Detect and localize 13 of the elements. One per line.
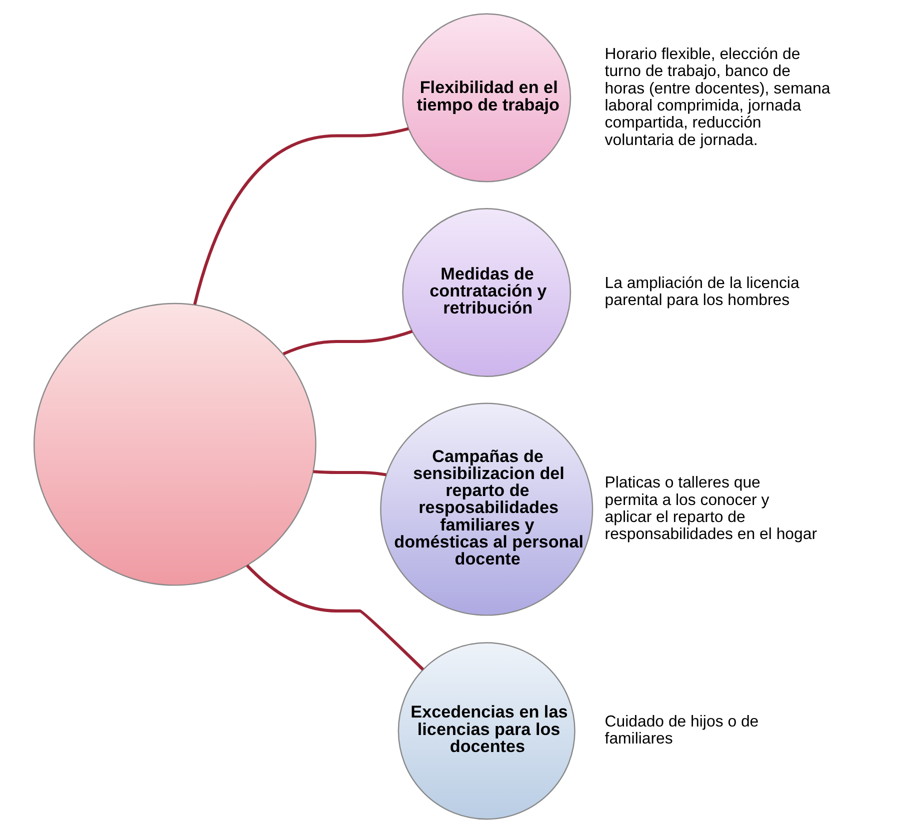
node-label: Cuidado de hijos o de familiares — [604, 713, 758, 748]
connector — [312, 470, 386, 476]
node-label: Platicas o talleres que permita a los conocer y aplicar el reparto de responsabilidades en el hogar — [604, 474, 817, 543]
connector — [192, 126, 408, 304]
node-circle: Campañas de sensibilizacion del reparto de resposabilidades familiares y domésticas al personal docente — [380, 402, 593, 616]
node-circle: Medidas de contratación y retribución — [402, 208, 571, 376]
node-label: Horario flexible, elección de turno de trabajo, banco de horas (entre docentes), semana laboral comprimida, jornada compartida, reducción voluntaria de jornada. — [604, 46, 830, 148]
node-circle: Excedencias en las licencias para los docentes — [397, 642, 575, 820]
connector — [282, 329, 412, 355]
node-circle: Flexibilidad en el tiempo de trabajo — [402, 12, 571, 182]
connector — [246, 564, 424, 670]
node-circle — [32, 302, 316, 586]
node-label: La ampliación de la licencia parental para los hombres — [604, 274, 799, 309]
